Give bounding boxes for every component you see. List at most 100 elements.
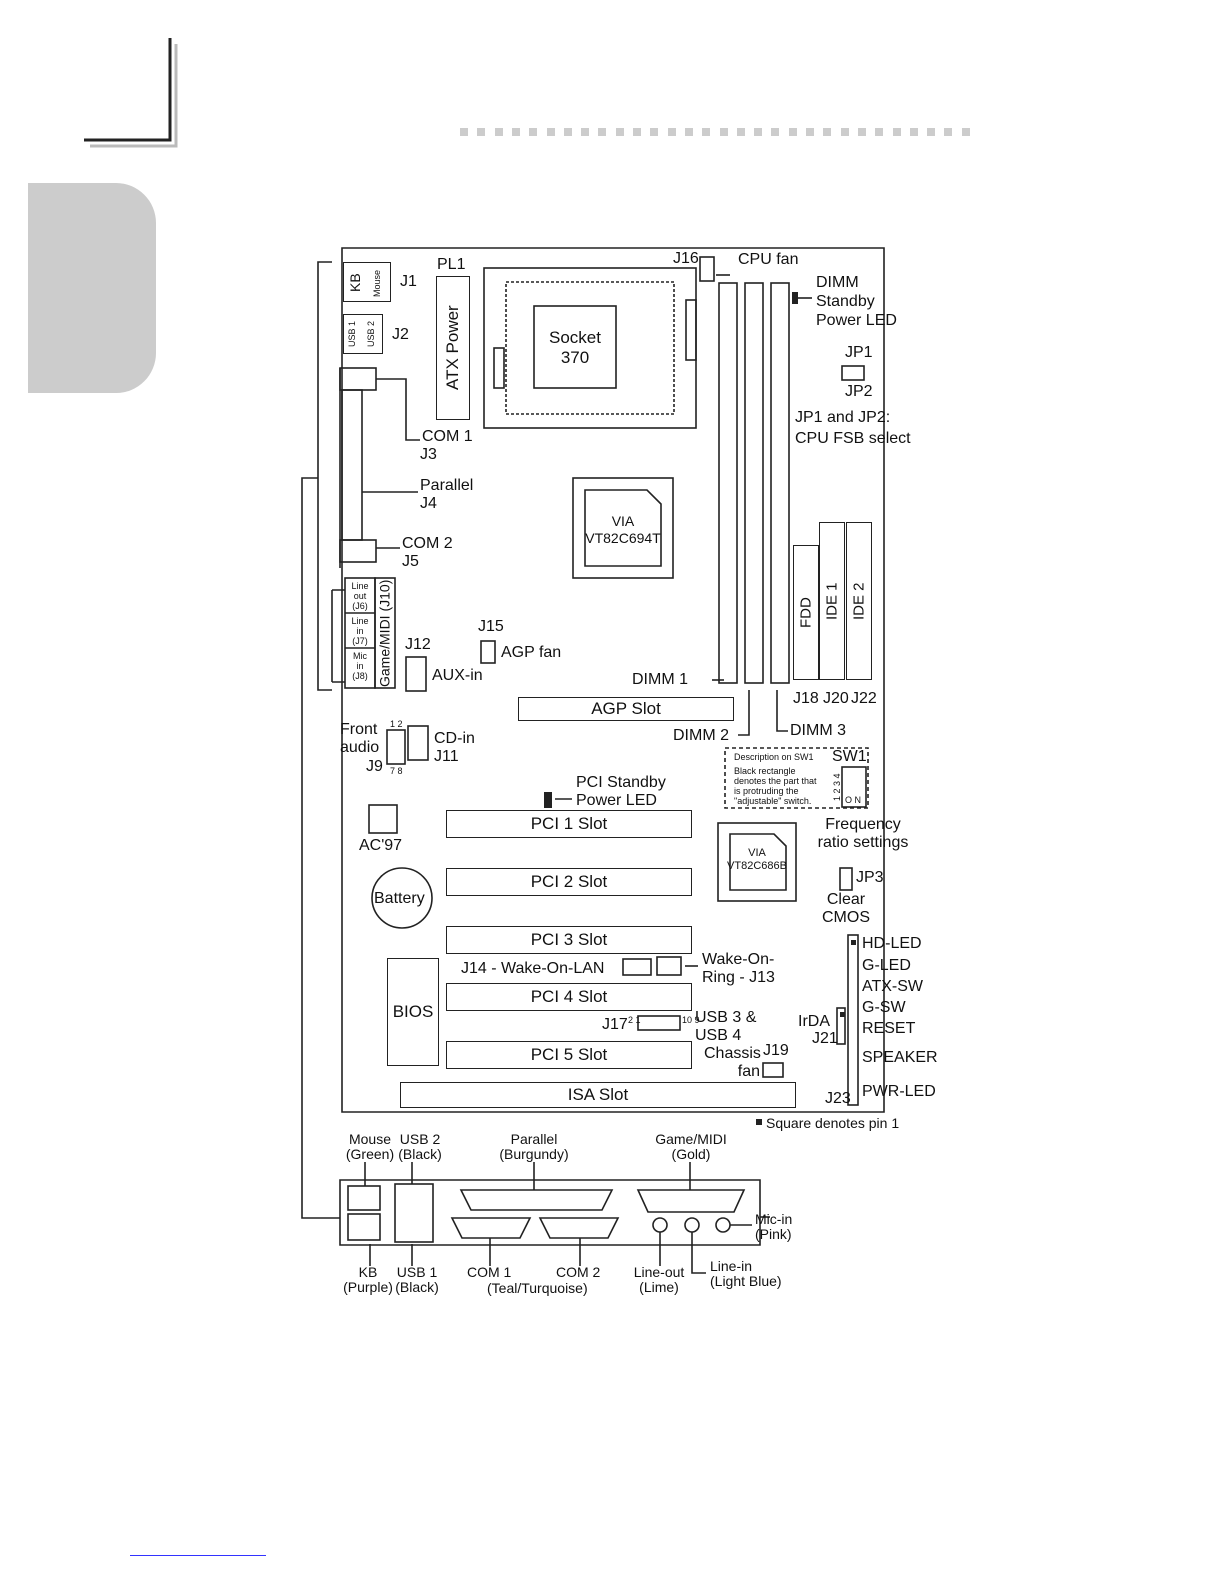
cd-in-label: CD-in [434,730,475,747]
agp-fan-label: AGP fan [501,644,562,661]
fdd-connector: FDD [793,545,819,680]
sw1-desc-line3: is protruding the [734,786,799,796]
socket-label-line1: Socket [549,328,601,347]
battery-label: Battery [374,890,425,907]
sw1-desc-line4: "adjustable" switch. [734,796,812,806]
line-in-line1: Line [351,616,369,626]
ac97-label: AC'97 [359,837,403,854]
io-parallel-line1: Parallel [510,1131,558,1147]
atx-sw-label: ATX-SW [862,978,924,995]
irda-label: IrDA [798,1013,830,1030]
j17-pins-right: 10 9 [682,1015,700,1025]
pci-standby-line2: Power LED [576,792,657,809]
io-com2-label: COM 2 [556,1264,601,1280]
header-dot [460,128,468,136]
isa-slot: ISA Slot [400,1082,796,1108]
io-usb2-line2: (Black) [398,1146,442,1162]
pin1-note: Square denotes pin 1 [766,1115,900,1131]
io-usb2-label: USB 2(Black) [395,1132,445,1162]
header-dot [909,128,918,136]
pci1-slot-label: PCI 1 Slot [530,814,608,833]
agp-slot: AGP Slot [518,697,734,721]
io-mouse-line2: (Green) [345,1146,395,1162]
pci4-slot-label: PCI 4 Slot [530,987,608,1006]
isa-slot-label: ISA Slot [567,1085,629,1104]
dimm3-label: DIMM 3 [790,722,846,739]
line-in-line2: in [356,626,364,636]
front-audio-pins-bottom: 7 8 [390,766,403,776]
wor-line2: Ring - J13 [702,969,775,986]
ide1-label: IDE 1 [823,582,841,620]
freq-line1: Frequency [825,816,901,833]
header-dot [598,128,607,136]
header-dot [823,128,832,136]
mic-in-line3: (J8) [352,671,368,681]
ide2-connector: IDE 2 [846,522,872,680]
io-mouse-line1: Mouse [348,1131,392,1147]
dimm-standby-line3: Power LED [816,312,897,329]
j22-label: J22 [851,690,877,707]
usb2-label: USB 2 [366,321,376,348]
kb-mouse-connector: KB Mouse [343,262,391,302]
g-sw-label: G-SW [862,999,906,1016]
header-dot [927,128,936,136]
wake-on-lan-label: J14 - Wake-On-LAN [461,960,605,977]
usb34-label: USB 3 &USB 4 [695,1009,756,1045]
com1-label: COM 1 [422,428,473,445]
j4-label: J4 [420,495,437,512]
io-linein-line2: (Light Blue) [710,1273,782,1289]
bios-label: BIOS [392,1002,434,1021]
header-dot [806,128,814,136]
dimm-standby-line1: DIMM [816,274,859,291]
io-lineout-line2: (Lime) [639,1279,679,1295]
mic-in-line2: in [356,661,364,671]
pci-standby-line1: PCI Standby [576,774,666,791]
io-kb-line1: KB [358,1264,378,1280]
mouse-label: Mouse [372,269,382,297]
header-dot [736,128,745,136]
io-linein-line1: Line-in [710,1258,753,1274]
j1-label: J1 [400,273,417,290]
reset-label: RESET [862,1020,916,1037]
dimm2-label: DIMM 2 [673,727,729,744]
io-usb2-line1: USB 2 [399,1131,441,1147]
header-dot [511,128,520,136]
sw1-description: Description on SW1 Black rectangle denot… [734,752,817,806]
dimm-standby-line2: Standby [816,293,875,310]
io-kb-label: KB(Purple) [340,1265,396,1295]
j23-label: J23 [825,1090,851,1107]
io-parallel-label: Parallel(Burgundy) [494,1132,574,1162]
pci2-slot-label: PCI 2 Slot [530,872,608,891]
line-in-line3: (J7) [352,636,368,646]
j5-label: J5 [402,553,419,570]
header-dot [633,128,641,136]
line-out-line1: Line [351,581,369,591]
pwr-led-label: PWR-LED [862,1083,936,1100]
clear-line1: Clear [826,891,866,908]
j20-label: J20 [823,690,849,707]
socket-label-line2: 370 [560,348,590,367]
header-dot [702,128,711,136]
clear-line2: CMOS [822,909,870,926]
header-dot [719,128,728,136]
sw1-desc-line2: denotes the part that [734,776,817,786]
hd-led-label: HD-LED [862,935,922,952]
pci5-slot-label: PCI 5 Slot [530,1045,608,1064]
j17-pins-left: 2 1 [628,1015,641,1025]
ide2-label: IDE 2 [850,582,868,620]
g-led-label: G-LED [862,957,911,974]
bios-chip: BIOS [387,958,439,1066]
chapter-tab [28,183,156,393]
pci2-slot: PCI 2 Slot [446,868,692,896]
header-dot [581,128,590,136]
agp-slot-label: AGP Slot [591,699,661,718]
pl1-label: PL1 [437,256,466,273]
jp-desc-line1: JP1 and JP2: [795,409,891,426]
